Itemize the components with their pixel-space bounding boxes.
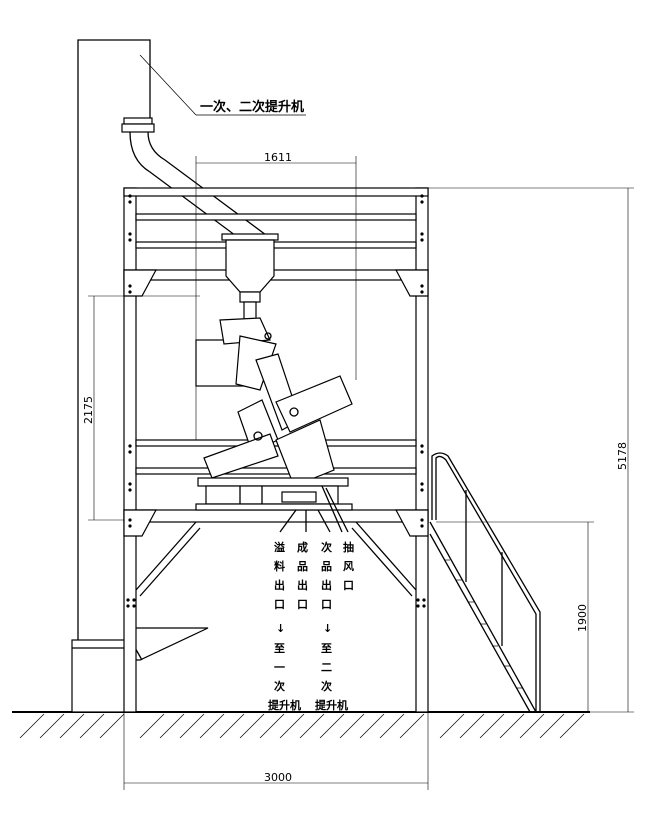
inclined-chute	[129, 131, 271, 251]
outlet-dest-char: 次	[321, 679, 332, 693]
dim-total-height: 5178	[616, 442, 629, 470]
dim-stand-height: 1900	[576, 604, 589, 632]
outlet-dest-char: 一	[274, 661, 285, 674]
steel-frame	[123, 187, 429, 713]
outlet-char: 成	[297, 540, 308, 554]
outlet-char: 次	[321, 540, 332, 554]
bolt-groups	[126, 194, 426, 608]
title-label: 一次、二次提升机	[200, 99, 304, 115]
outlet-char: 品	[321, 560, 332, 573]
outlet-label-reject: 次 品 出 口 ↓ 至 二 次 提升机	[315, 540, 348, 712]
outlet-char: 口	[297, 598, 308, 611]
outlet-dest-char: 二	[321, 661, 332, 674]
arrow-down-icon: ↓	[323, 622, 332, 635]
outlet-dest-char: 至	[321, 642, 332, 655]
outlet-char: 料	[274, 559, 285, 573]
dim-upper-height: 2175	[82, 396, 95, 424]
dim-base-width: 3000	[264, 771, 292, 784]
outlet-char: 出	[321, 578, 332, 592]
outlet-char: 品	[297, 560, 308, 573]
outlet-char: 出	[274, 578, 285, 592]
sorter-machine	[195, 317, 353, 487]
outlet-char: 口	[343, 579, 354, 592]
dimension-lines	[88, 156, 634, 790]
outlet-char: 出	[297, 578, 308, 592]
sorter-base	[195, 477, 353, 533]
arrow-down-icon: ↓	[276, 622, 285, 635]
outlet-dest-char: 次	[274, 679, 285, 693]
title-leader	[139, 54, 306, 116]
dim-top-width: 1611	[264, 151, 292, 164]
outlet-char: 风	[343, 559, 354, 573]
ground	[12, 711, 590, 739]
outlet-char: 口	[321, 598, 332, 611]
outlet-dest-char: 提升机	[315, 698, 348, 712]
bucket-elevator	[71, 39, 209, 713]
outlet-char: 口	[274, 598, 285, 611]
outlet-dest-char: 提升机	[268, 698, 301, 712]
outlet-dest-char: 至	[274, 642, 285, 655]
feed-hopper	[221, 233, 279, 325]
outlet-label-air: 抽 风 口	[343, 540, 354, 592]
outlet-label-product: 成 品 出 口	[297, 540, 308, 611]
outlet-label-overflow: 溢 料 出 口 ↓ 至 一 次 提升机	[268, 540, 301, 712]
outlet-char: 溢	[274, 540, 285, 554]
outlet-char: 抽	[343, 540, 354, 554]
staircase	[429, 452, 548, 713]
